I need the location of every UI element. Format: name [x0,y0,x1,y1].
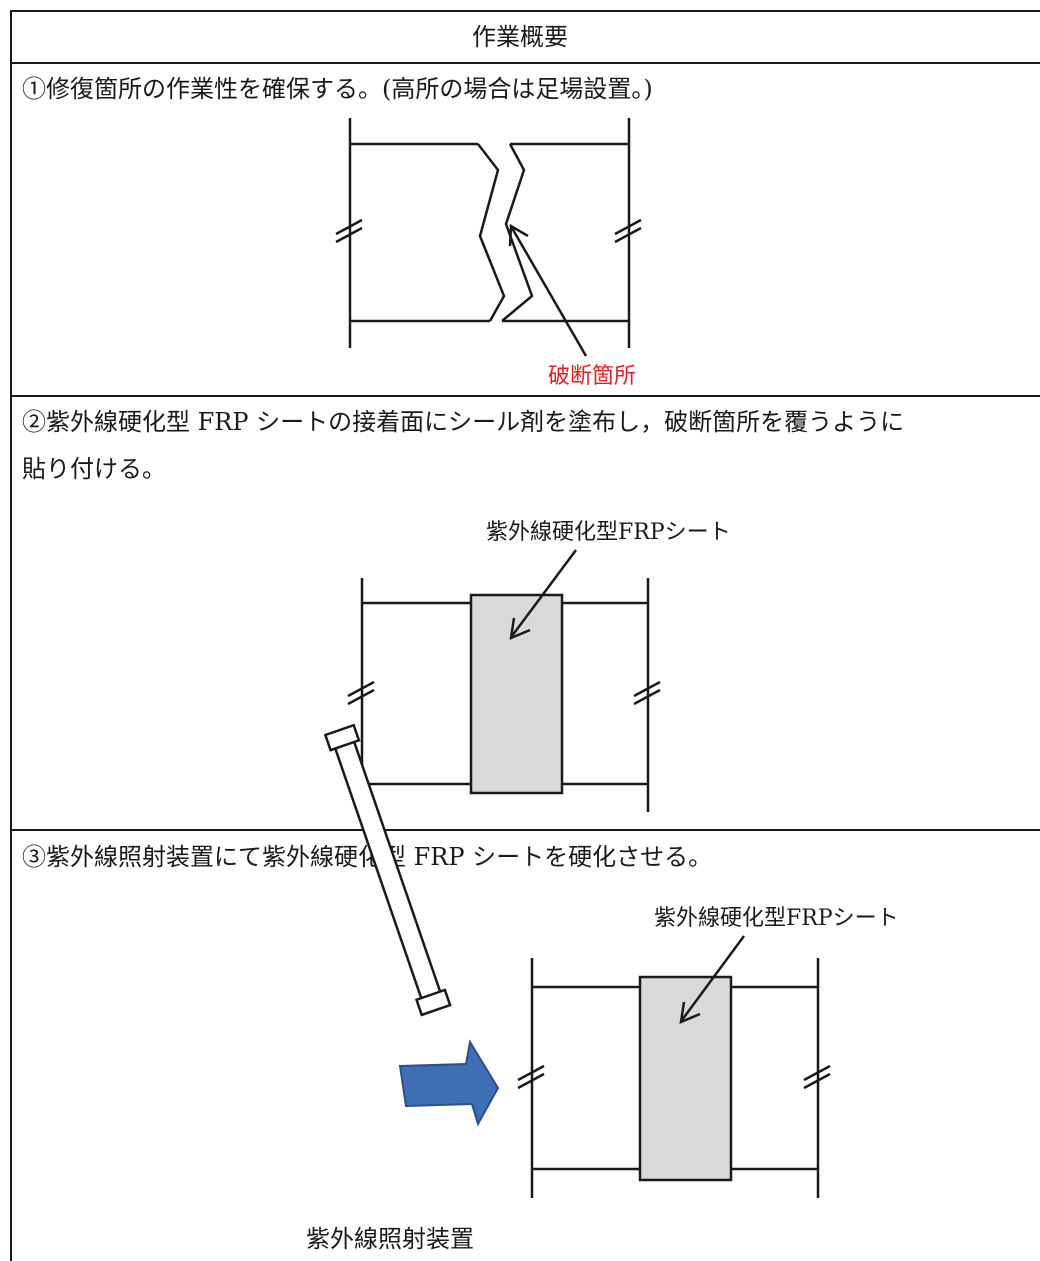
break-mark-right-b [614,226,642,244]
irradiation-arrow-icon [398,1039,500,1127]
sheet-leader-arrowhead [679,1001,701,1025]
break-mark-left-a [335,218,363,236]
uv-device-icon [323,723,452,1017]
sheet-leader-line [680,935,746,1021]
sheet-leader-line [510,549,578,637]
break-mark-left-a [517,1064,545,1082]
break-mark-left-b [335,226,363,244]
step-3-text: ③紫外線照射装置にて紫外線硬化型 FRP シートを硬化させる。 [22,843,713,871]
break-mark-left-b [347,688,375,706]
break-mark-left-a [347,680,375,698]
table-header: 作業概要 [472,23,568,51]
fracture-leader-line [510,227,588,357]
break-mark-right-b [803,1072,831,1090]
break-mark-right-a [633,680,661,698]
step-2-divider [10,829,1040,831]
break-mark-right-b [633,688,661,706]
step-2-text-line-2: 貼り付ける。 [22,455,166,483]
fracture-label: 破断箇所 [548,364,637,389]
fracture-left-edge [477,143,506,322]
uv-device-label: 紫外線照射装置 [306,1225,474,1253]
step-2-sheet-label: 紫外線硬化型FRPシート [486,520,731,545]
step-3-sheet-label: 紫外線硬化型FRPシート [654,906,899,931]
step-1-text: ①修復箇所の作業性を確保する。(高所の場合は足場設置。) [22,75,653,103]
break-mark-left-b [517,1072,545,1090]
step-1-divider [10,395,1040,397]
header-divider [10,62,1040,64]
table-left-border [10,10,12,1261]
uv-device-top-cap [323,723,361,752]
fracture-leader-arrowhead [508,223,529,247]
sheet-leader-arrowhead [509,617,531,641]
uv-device-bottom-cap [414,988,452,1017]
fracture-right-edge [501,143,534,322]
break-mark-right-a [803,1064,831,1082]
break-mark-right-a [614,218,642,236]
table-top-border [10,10,1040,12]
uv-device-tube [333,738,443,1002]
step-2-text-line-1: ②紫外線硬化型 FRP シートの接着面にシール剤を塗布し，破断箇所を覆うように [22,408,905,436]
frp-sheet [638,975,733,1182]
